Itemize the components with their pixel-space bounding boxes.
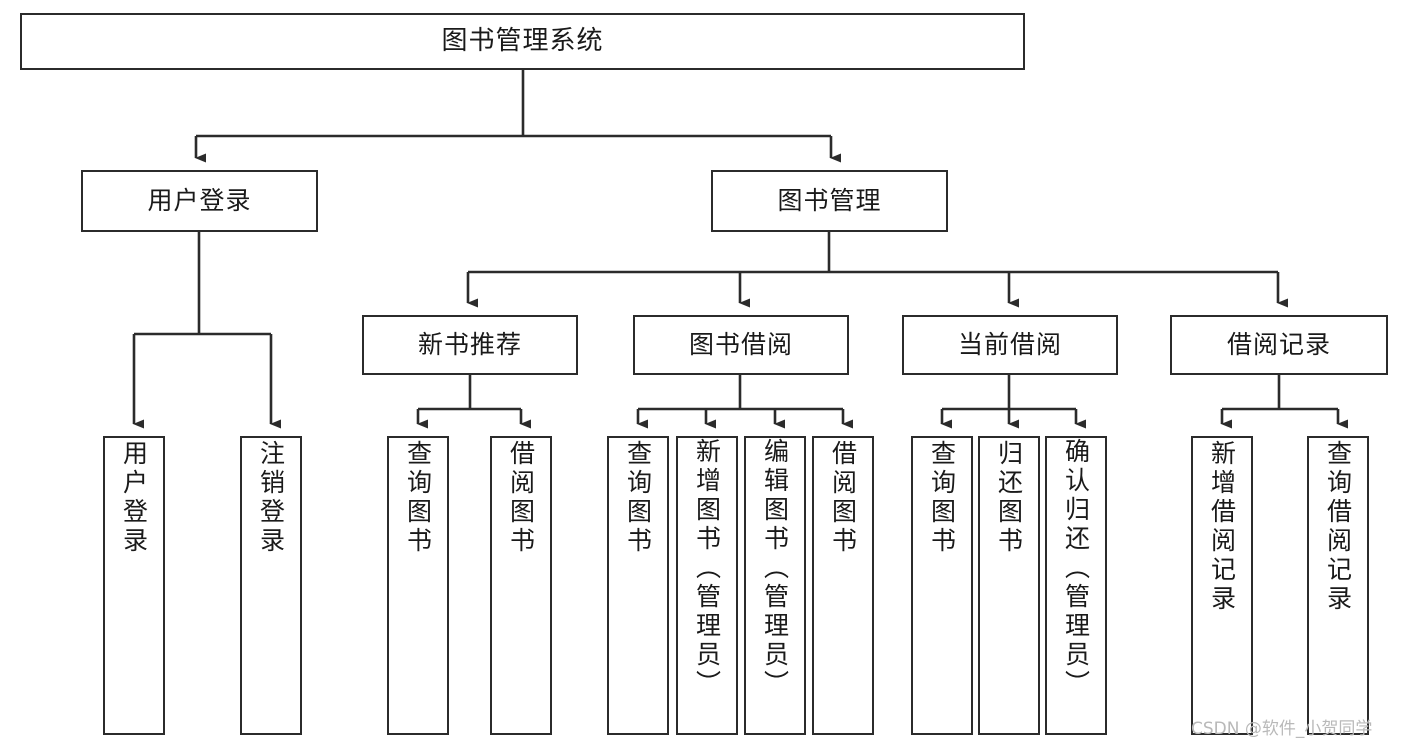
- leaf-query-book-new-recommend[interactable]: 查询图书: [387, 436, 449, 735]
- node-label: 新书推荐: [417, 330, 522, 360]
- node-label: 查询图书: [403, 440, 433, 556]
- node-root-book-management-system[interactable]: 图书管理系统: [20, 13, 1025, 70]
- node-label: 图书管理: [777, 186, 882, 216]
- node-label: 图书借阅: [688, 330, 793, 360]
- leaf-query-book-borrow[interactable]: 查询图书: [607, 436, 669, 735]
- node-book-management[interactable]: 图书管理: [711, 170, 948, 232]
- node-label: 注销登录: [256, 440, 286, 556]
- node-label: 查询借阅记录: [1323, 440, 1353, 614]
- node-current-borrow[interactable]: 当前借阅: [902, 315, 1118, 375]
- node-label: 图书管理系统: [441, 26, 604, 57]
- leaf-add-book-admin[interactable]: 新增图书（管理员）: [676, 436, 738, 735]
- node-label: 用户登录: [119, 440, 149, 556]
- node-borrow-record[interactable]: 借阅记录: [1170, 315, 1388, 375]
- node-label: 确认归还（管理员）: [1061, 438, 1091, 699]
- node-label: 当前借阅: [957, 330, 1062, 360]
- node-book-borrow[interactable]: 图书借阅: [633, 315, 849, 375]
- node-label: 新增借阅记录: [1207, 440, 1237, 614]
- node-label: 查询图书: [927, 440, 957, 556]
- node-label: 借阅图书: [506, 440, 536, 556]
- leaf-user-login[interactable]: 用户登录: [103, 436, 165, 735]
- leaf-add-borrow-record[interactable]: 新增借阅记录: [1191, 436, 1253, 735]
- node-user-login[interactable]: 用户登录: [81, 170, 318, 232]
- node-label: 借阅记录: [1226, 330, 1331, 360]
- node-label: 查询图书: [623, 440, 653, 556]
- node-label: 新增图书（管理员）: [692, 438, 722, 699]
- leaf-return-book[interactable]: 归还图书: [978, 436, 1040, 735]
- leaf-borrow-book-borrow[interactable]: 借阅图书: [812, 436, 874, 735]
- node-new-book-recommend[interactable]: 新书推荐: [362, 315, 578, 375]
- leaf-edit-book-admin[interactable]: 编辑图书（管理员）: [744, 436, 806, 735]
- node-label: 归还图书: [994, 440, 1024, 556]
- node-label: 用户登录: [147, 186, 252, 216]
- node-label: 借阅图书: [828, 440, 858, 556]
- leaf-logout-login[interactable]: 注销登录: [240, 436, 302, 735]
- leaf-query-borrow-record[interactable]: 查询借阅记录: [1307, 436, 1369, 735]
- leaf-borrow-book-new-recommend[interactable]: 借阅图书: [490, 436, 552, 735]
- leaf-query-book-current[interactable]: 查询图书: [911, 436, 973, 735]
- csdn-watermark: CSDN @软件_小贺同学: [1191, 719, 1373, 739]
- leaf-confirm-return-admin[interactable]: 确认归还（管理员）: [1045, 436, 1107, 735]
- node-label: 编辑图书（管理员）: [760, 438, 790, 699]
